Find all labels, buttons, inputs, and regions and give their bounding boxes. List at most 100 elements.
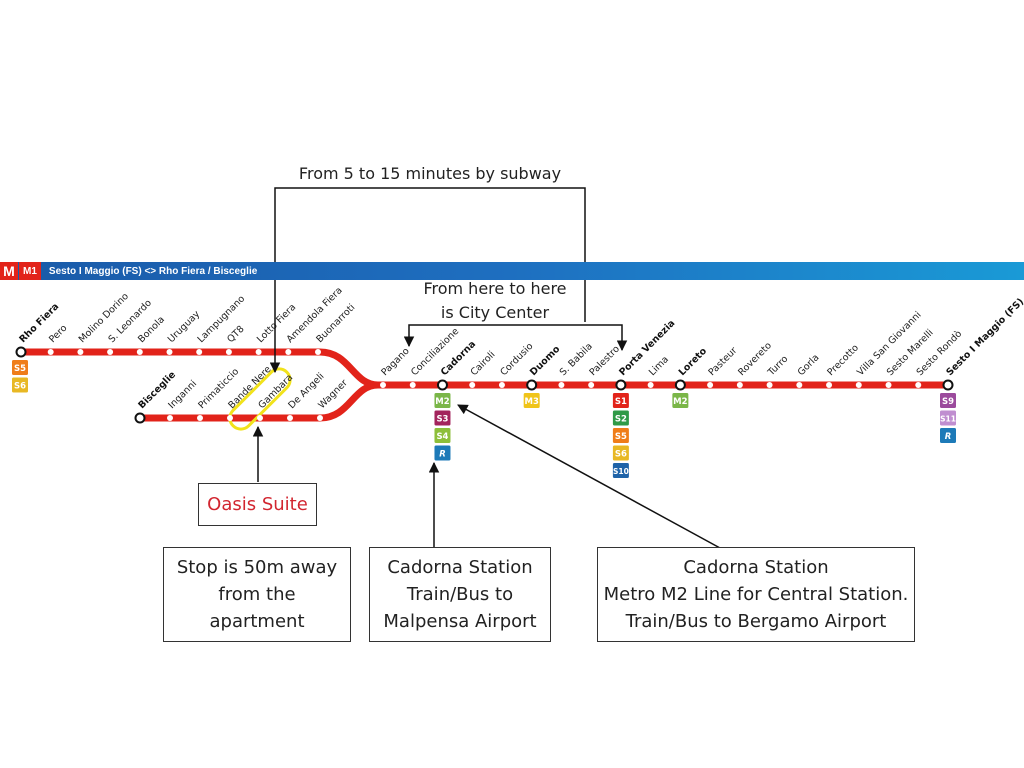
badge-box xyxy=(672,393,689,408)
subway-time-note: From 5 to 15 minutes by subway xyxy=(298,164,562,183)
badge-text: R xyxy=(439,450,446,460)
station-label: Gorla xyxy=(796,352,822,378)
badge-box xyxy=(612,410,629,426)
badge-text: S6 xyxy=(14,382,26,392)
station-label: Pero xyxy=(47,323,70,346)
badge-s1: S1 xyxy=(612,393,629,408)
badge-box xyxy=(940,428,956,443)
cadorna-malpensa-text: Cadorna Station Train/Bus to Malpensa Ai… xyxy=(383,557,537,632)
badge-s6: S6 xyxy=(12,377,28,393)
badge-box xyxy=(612,463,629,478)
station-label: Bonola xyxy=(136,314,167,345)
station-dot xyxy=(225,349,232,355)
station-dot xyxy=(588,382,595,388)
badge-text: S5 xyxy=(14,364,26,374)
hotel-label: Oasis Suite xyxy=(198,483,317,526)
gambara-highlight xyxy=(228,367,292,431)
badge-s4: S4 xyxy=(434,428,451,443)
station-label: QT8 xyxy=(225,324,246,345)
station-dot xyxy=(707,382,714,388)
badge-r: R xyxy=(434,445,451,461)
station-label: Pagano xyxy=(379,346,412,379)
badge-box xyxy=(612,445,629,461)
station-dot xyxy=(647,382,654,388)
badge-box xyxy=(12,360,28,375)
station-dot xyxy=(766,382,773,388)
badge-text: M2 xyxy=(673,397,687,407)
badge-s5: S5 xyxy=(12,360,28,375)
badge-r: R xyxy=(940,428,956,443)
station-dot xyxy=(255,349,262,355)
badge-text: S5 xyxy=(615,432,627,442)
station-dot xyxy=(47,349,54,355)
station-dot xyxy=(674,379,686,391)
station: Primaticcio xyxy=(196,366,241,421)
station: S. Babila xyxy=(558,341,595,388)
badge-text: S11 xyxy=(940,415,956,424)
badge-s6: S6 xyxy=(612,445,629,461)
station-label: Pasteur xyxy=(706,345,739,378)
stop-distance-box: Stop is 50m away from the apartment xyxy=(163,547,351,642)
station-label: Precotto xyxy=(825,342,861,378)
badge-text: M3 xyxy=(524,397,538,407)
cadorna-malpensa-box: Cadorna Station Train/Bus to Malpensa Ai… xyxy=(369,547,551,642)
station: Rovereto xyxy=(736,340,774,388)
badge-box xyxy=(940,410,956,426)
station-dot xyxy=(615,379,627,391)
station-dot xyxy=(107,349,114,355)
station-dot xyxy=(558,382,565,388)
badge-s10: S10 xyxy=(612,463,629,478)
badge-box xyxy=(434,410,451,426)
badge-s2: S2 xyxy=(612,410,629,426)
station-dot xyxy=(409,382,416,388)
badge-text: S2 xyxy=(615,415,627,425)
station: Uruguay xyxy=(166,309,202,355)
station-dot xyxy=(380,382,386,388)
station-dot xyxy=(942,379,954,391)
station-dot xyxy=(197,415,203,421)
station-dot xyxy=(498,382,505,388)
subway-time-bracket xyxy=(269,187,586,374)
station-dot xyxy=(134,412,146,424)
metro-logo: M xyxy=(0,262,18,280)
badge-s5: S5 xyxy=(612,428,629,443)
station: Lampugnano xyxy=(196,293,247,355)
station-dot xyxy=(915,382,922,388)
station-dot xyxy=(227,415,233,421)
badge-m2: M2 xyxy=(434,393,451,408)
stop-distance-text: Stop is 50m away from the apartment xyxy=(176,557,338,632)
badge-s11: S11 xyxy=(940,410,956,426)
badge-text: S3 xyxy=(436,415,448,425)
station-dot xyxy=(136,349,143,355)
cadorna-bergamo-text: Cadorna Station Metro M2 Line for Centra… xyxy=(603,557,909,632)
gambara-highlight-ring xyxy=(228,367,292,431)
badge-text: S9 xyxy=(942,397,954,407)
station-dot xyxy=(469,382,476,388)
station-dot xyxy=(826,382,833,388)
badge-text: S6 xyxy=(615,450,627,460)
line-code: M1 xyxy=(19,262,41,280)
station-dot xyxy=(796,382,803,388)
badge-text: S10 xyxy=(613,467,629,476)
bergamo-pointer xyxy=(457,404,721,549)
station-dot xyxy=(166,349,173,355)
badge-box xyxy=(523,393,540,408)
station-dot xyxy=(287,415,293,421)
station-label: Turro xyxy=(765,354,790,379)
badge-box xyxy=(940,393,956,408)
badge-box xyxy=(612,393,629,408)
badge-box xyxy=(612,428,629,443)
line-route: Sesto I Maggio (FS) <> Rho Fiera / Bisce… xyxy=(48,265,258,277)
city-center-note: From here to here is City Center xyxy=(423,279,567,322)
badge-m3: M3 xyxy=(523,393,540,408)
annotation-connectors xyxy=(252,187,721,549)
station-dot xyxy=(167,415,173,421)
badge-text: S4 xyxy=(436,432,448,442)
station-label: Cairoli xyxy=(469,349,498,378)
badge-text: S1 xyxy=(615,397,627,407)
station-dot xyxy=(317,415,323,421)
station-dot xyxy=(285,349,292,355)
city-center-bracket xyxy=(403,324,628,352)
